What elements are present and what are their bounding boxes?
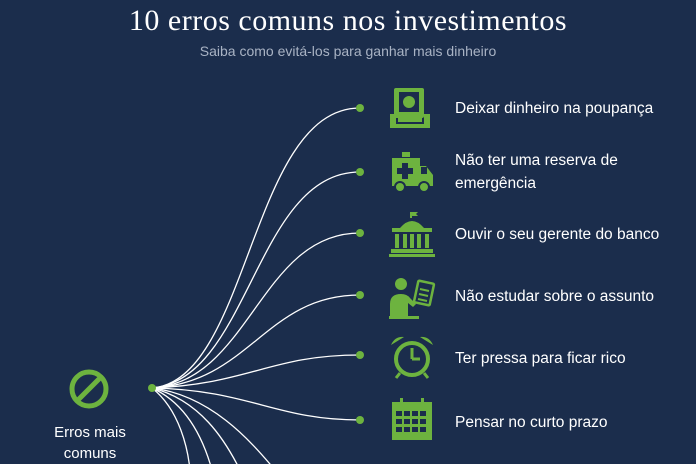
branch-line (151, 294, 361, 389)
branch-line (151, 387, 361, 421)
item-label-1: Deixar dinheiro na poupança (455, 100, 654, 117)
root-node (148, 384, 156, 392)
branch-line (151, 387, 271, 464)
branch-line (151, 387, 211, 464)
branch-node (356, 291, 364, 299)
branch-line (151, 387, 238, 464)
branch-node (356, 168, 364, 176)
prohibited-icon (69, 369, 109, 409)
page-subtitle: Saiba como evitá-los para ganhar mais di… (199, 43, 497, 59)
branch-node (356, 416, 364, 424)
item-label-4: Não estudar sobre o assunto (455, 288, 655, 305)
root-label: Erros mais comuns (54, 424, 126, 462)
item-label-6: Pensar no curto prazo (455, 414, 608, 431)
branch-line (151, 387, 190, 464)
money-deposit-icon (390, 88, 430, 128)
item-label-5: Ter pressa para ficar rico (455, 350, 626, 367)
branch-line (151, 354, 361, 389)
page-title: 10 erros comuns nos investimentos (128, 4, 568, 37)
calendar-icon (392, 398, 432, 440)
person-studying-icon (389, 278, 436, 319)
alarm-clock-icon (391, 336, 433, 379)
bank-building-icon (389, 212, 435, 257)
branch-node (356, 229, 364, 237)
branch-line (151, 232, 361, 389)
branch-node (356, 351, 364, 359)
item-label-3: Ouvir o seu gerente do banco (455, 226, 660, 243)
branch-node (356, 104, 364, 112)
branch-line (151, 107, 361, 389)
ambulance-icon (392, 152, 433, 193)
item-label-2: Não ter uma reserva de emergência (455, 152, 618, 192)
branch-line (151, 171, 361, 389)
